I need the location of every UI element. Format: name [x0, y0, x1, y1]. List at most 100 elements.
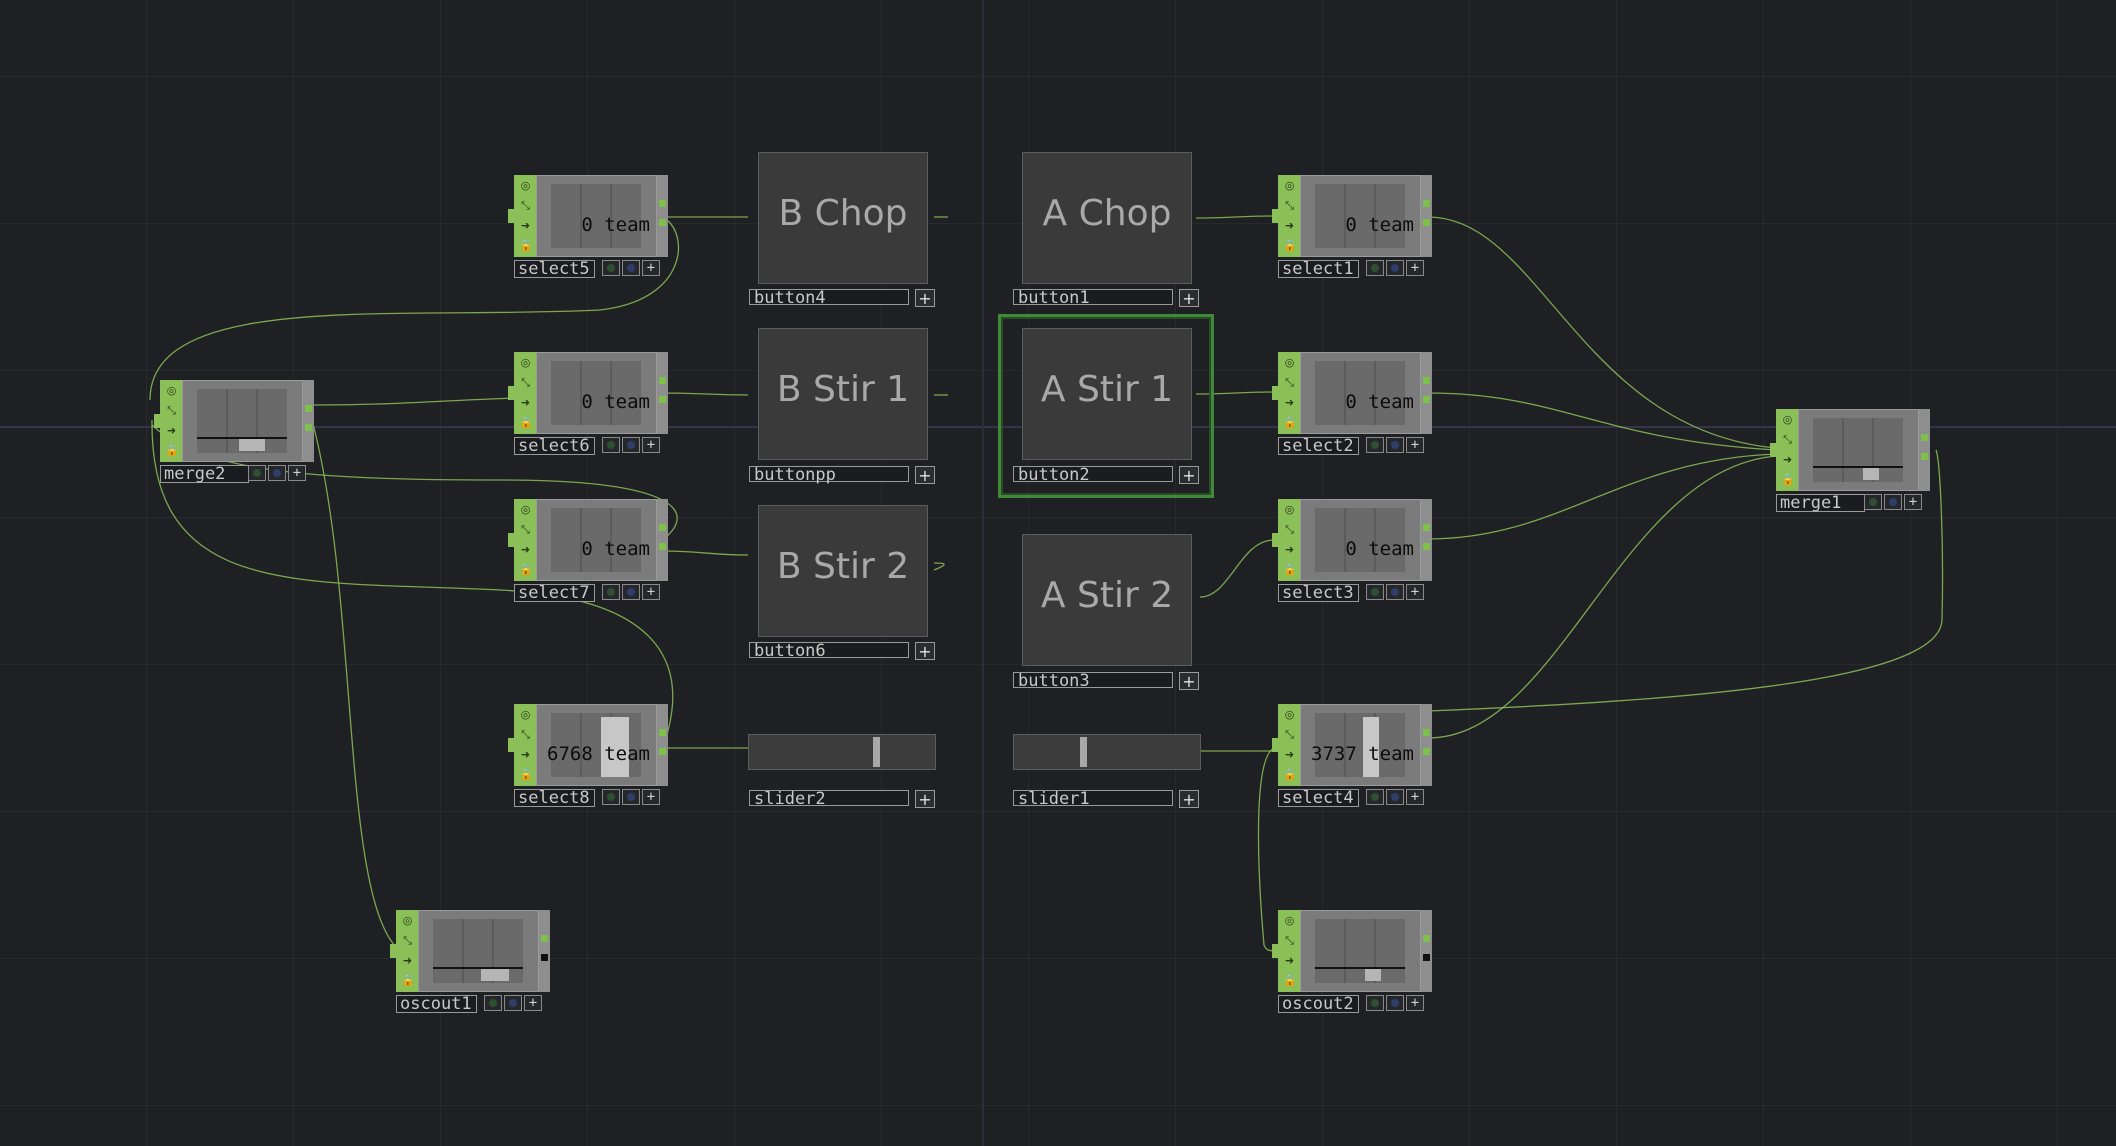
lock-icon[interactable]: 🔒 — [1283, 239, 1297, 252]
chop-viewer[interactable]: 0 team — [1300, 352, 1421, 434]
arrow-icon[interactable]: ➜ — [520, 748, 531, 761]
operator-name[interactable]: select7 — [514, 584, 595, 602]
display-flag-icon[interactable] — [1386, 437, 1404, 453]
input-connector[interactable] — [508, 386, 516, 400]
input-connector[interactable] — [154, 414, 162, 428]
display-flag-icon[interactable] — [1386, 260, 1404, 276]
operator-name[interactable]: slider1 — [1013, 790, 1173, 808]
operator-name[interactable]: merge2 — [160, 465, 249, 483]
operator-name[interactable]: select5 — [514, 260, 595, 278]
lock-icon[interactable]: 🔒 — [1781, 473, 1795, 486]
operator-name[interactable]: oscout1 — [396, 995, 477, 1013]
cook-flag-icon[interactable] — [602, 789, 620, 805]
cook-flag-icon[interactable] — [1366, 260, 1384, 276]
chop-viewer[interactable]: 6768 team — [536, 704, 657, 786]
bypass-icon[interactable]: ⤡ — [1285, 934, 1294, 947]
plus-icon[interactable]: + — [288, 465, 306, 481]
operator-name[interactable]: select8 — [514, 789, 595, 807]
operator-name[interactable]: select2 — [1278, 437, 1359, 455]
output-connector[interactable] — [657, 175, 668, 257]
lock-icon[interactable]: 🔒 — [1283, 416, 1297, 429]
input-connector[interactable] — [508, 738, 516, 752]
cook-flag-icon[interactable] — [1366, 437, 1384, 453]
viewer-icon[interactable]: ◎ — [520, 503, 531, 516]
bypass-icon[interactable]: ⤡ — [521, 523, 530, 536]
lock-icon[interactable]: 🔒 — [519, 416, 533, 429]
cook-flag-icon[interactable] — [1366, 584, 1384, 600]
operator-name[interactable]: select4 — [1278, 789, 1359, 807]
viewer-icon[interactable]: ◎ — [1284, 914, 1295, 927]
operator-name[interactable]: merge1 — [1776, 494, 1865, 512]
plus-icon[interactable]: + — [1406, 584, 1424, 600]
viewer-icon[interactable]: ◎ — [1284, 179, 1295, 192]
arrow-icon[interactable]: ➜ — [1284, 219, 1295, 232]
chop-viewer[interactable] — [1798, 409, 1919, 491]
select1-chop[interactable]: ◎ ⤡ ➜ 🔒 0 team select1 + — [1272, 175, 1432, 283]
a-stir-2-button[interactable]: A Stir 2 — [1022, 534, 1192, 666]
chop-viewer[interactable]: 3737 team — [1300, 704, 1421, 786]
chop-viewer[interactable]: 0 team — [536, 352, 657, 434]
operator-name[interactable]: select1 — [1278, 260, 1359, 278]
bypass-icon[interactable]: ⤡ — [1285, 523, 1294, 536]
lock-icon[interactable]: 🔒 — [401, 974, 415, 987]
display-flag-icon[interactable] — [622, 260, 640, 276]
slider1-slider[interactable] — [1013, 734, 1201, 770]
viewer-icon[interactable]: ◎ — [166, 384, 177, 397]
input-connector[interactable] — [1272, 533, 1280, 547]
plus-icon[interactable]: + — [1179, 289, 1199, 308]
plus-icon[interactable]: + — [915, 289, 935, 308]
bypass-icon[interactable]: ⤡ — [1285, 199, 1294, 212]
cook-flag-icon[interactable] — [1366, 995, 1384, 1011]
output-connector[interactable] — [1421, 352, 1432, 434]
viewer-icon[interactable]: ◎ — [1284, 708, 1295, 721]
output-connector[interactable] — [539, 910, 550, 992]
plus-icon[interactable]: + — [1179, 790, 1199, 809]
cook-flag-icon[interactable] — [484, 995, 502, 1011]
arrow-icon[interactable]: ➜ — [1284, 954, 1295, 967]
bypass-icon[interactable]: ⤡ — [521, 376, 530, 389]
cook-flag-icon[interactable] — [602, 260, 620, 276]
bypass-icon[interactable]: ⤡ — [1285, 376, 1294, 389]
select3-chop[interactable]: ◎ ⤡ ➜ 🔒 0 team select3 + — [1272, 499, 1432, 607]
input-connector[interactable] — [1272, 944, 1280, 958]
output-connector[interactable] — [303, 380, 314, 462]
display-flag-icon[interactable] — [622, 437, 640, 453]
slider-knob[interactable] — [873, 737, 880, 767]
plus-icon[interactable]: + — [1179, 672, 1199, 691]
operator-name[interactable]: button6 — [749, 642, 909, 660]
plus-icon[interactable]: + — [1904, 494, 1922, 510]
display-flag-icon[interactable] — [1884, 494, 1902, 510]
plus-icon[interactable]: + — [1406, 260, 1424, 276]
lock-icon[interactable]: 🔒 — [1283, 768, 1297, 781]
operator-name[interactable]: button3 — [1013, 672, 1173, 690]
input-connector[interactable] — [1272, 386, 1280, 400]
output-connector[interactable] — [657, 352, 668, 434]
display-flag-icon[interactable] — [268, 465, 286, 481]
viewer-icon[interactable]: ◎ — [402, 914, 413, 927]
viewer-icon[interactable]: ◎ — [520, 356, 531, 369]
output-connector[interactable] — [657, 704, 668, 786]
operator-name[interactable]: button4 — [749, 289, 909, 307]
chop-viewer[interactable]: 0 team — [536, 499, 657, 581]
output-connector[interactable] — [1421, 499, 1432, 581]
arrow-icon[interactable]: ➜ — [166, 424, 177, 437]
plus-icon[interactable]: + — [642, 789, 660, 805]
plus-icon[interactable]: + — [1179, 466, 1199, 485]
a-chop-button[interactable]: A Chop — [1022, 152, 1192, 284]
lock-icon[interactable]: 🔒 — [1283, 974, 1297, 987]
input-connector[interactable] — [1272, 738, 1280, 752]
plus-icon[interactable]: + — [915, 790, 935, 809]
display-flag-icon[interactable] — [622, 789, 640, 805]
lock-icon[interactable]: 🔒 — [1283, 563, 1297, 576]
oscout1-chop[interactable]: ◎ ⤡ ➜ 🔒 oscout1 + — [390, 910, 550, 1018]
cook-flag-icon[interactable] — [1864, 494, 1882, 510]
bypass-icon[interactable]: ⤡ — [521, 199, 530, 212]
input-connector[interactable] — [508, 209, 516, 223]
lock-icon[interactable]: 🔒 — [519, 239, 533, 252]
bypass-icon[interactable]: ⤡ — [167, 404, 176, 417]
input-connector[interactable] — [390, 944, 398, 958]
arrow-icon[interactable]: ➜ — [520, 219, 531, 232]
arrow-icon[interactable]: ➜ — [1782, 453, 1793, 466]
merge2-chop[interactable]: ◎ ⤡ ➜ 🔒 merge2 + — [154, 380, 314, 488]
operator-name[interactable]: button2 — [1013, 466, 1173, 484]
